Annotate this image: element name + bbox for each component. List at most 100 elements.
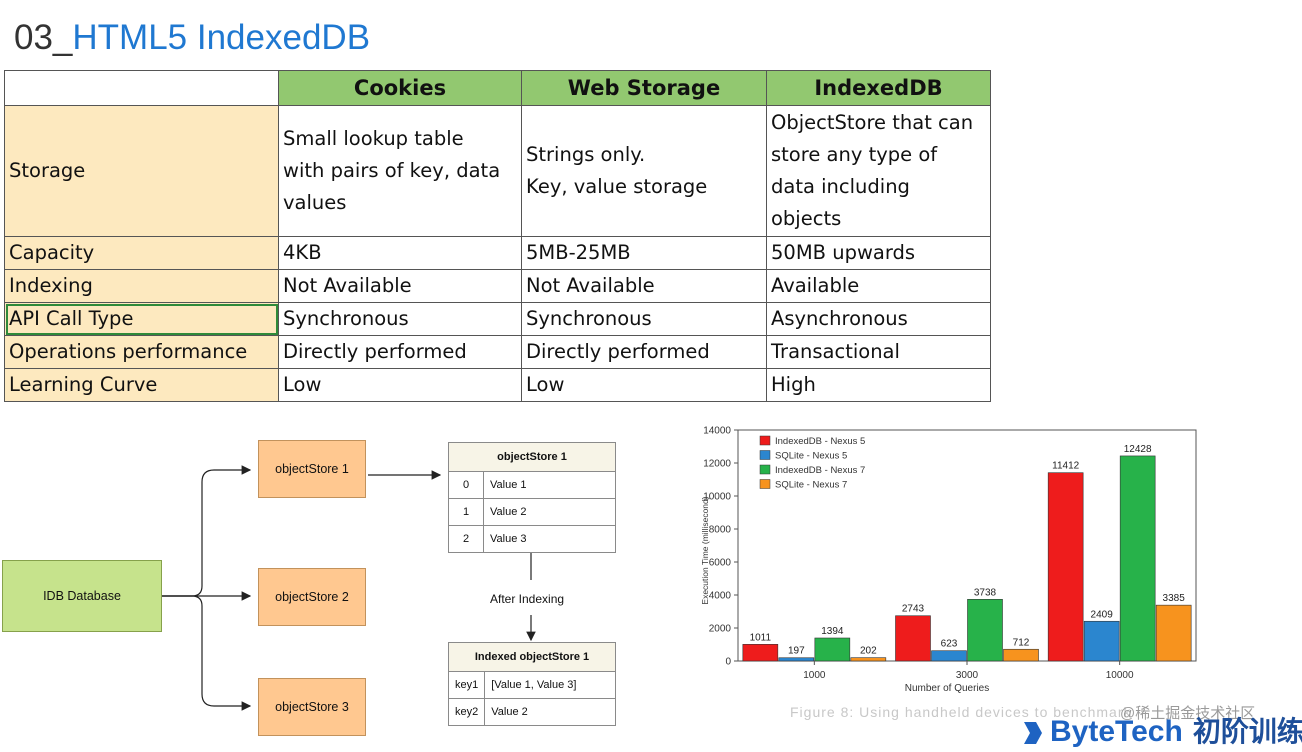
y-tick-label: 2000 [709, 624, 732, 635]
indexed-objectstore-table: Indexed objectStore 1 key1[Value 1, Valu… [447, 642, 616, 726]
y-tick-label: 14000 [703, 426, 731, 437]
legend-label: IndexedDB - Nexus 7 [775, 465, 865, 476]
row-label-operations-performance: Operations performance [4, 335, 279, 369]
benchmark-chart-svg: 0200040006000800010000120001400010111971… [700, 426, 1197, 694]
y-tick-label: 6000 [709, 558, 732, 569]
key-cell: key1 [447, 671, 486, 699]
bar [1003, 648, 1039, 662]
data-label: 12428 [1124, 444, 1152, 455]
data-label: 3385 [1163, 593, 1186, 604]
bar [742, 644, 779, 662]
cell-api-web-storage: Synchronous [521, 302, 767, 336]
cell-learning-indexeddb: High [766, 368, 991, 402]
cell-line: objects [771, 207, 842, 230]
row-label-learning-curve: Learning Curve [4, 368, 279, 402]
cell-line: values [283, 191, 347, 214]
data-label: 11412 [1052, 461, 1080, 472]
data-label: 712 [1013, 637, 1030, 648]
bar [1119, 455, 1156, 662]
cell-line: data including [771, 175, 910, 198]
data-label: 197 [788, 646, 805, 657]
brand-name: ByteTech [1050, 715, 1183, 748]
header-cell-indexeddb: IndexedDB [766, 70, 991, 106]
comparison-table: Cookies Web Storage IndexedDB Storage Sm… [4, 70, 991, 402]
row-label-indexing: Indexing [4, 269, 279, 303]
x-axis-label: Number of Queries [905, 683, 989, 694]
bar [778, 657, 815, 662]
cell-line: store any type of [771, 143, 938, 166]
value-cell: Value 1 [483, 471, 616, 499]
key-cell: 2 [448, 525, 484, 553]
y-tick-label: 8000 [709, 525, 732, 536]
bar [931, 650, 967, 662]
cell-ops-web-storage: Directly performed [521, 335, 767, 369]
table-header-row: Cookies Web Storage IndexedDB [4, 70, 991, 106]
indexed-table-title: Indexed objectStore 1 [448, 642, 616, 672]
legend-swatch [759, 435, 771, 446]
data-label: 623 [941, 639, 958, 650]
slide-number: 03_ [14, 18, 73, 57]
bar [850, 657, 887, 662]
table-row-indexing: Indexing Not Available Not Available Ava… [4, 269, 991, 303]
slide-title-text: HTML5 IndexedDB [72, 18, 371, 57]
indexeddb-structure-diagram: IDB Database objectStore 1 objectStore 2… [0, 420, 640, 744]
slide-title: 03_HTML5 IndexedDB [14, 16, 370, 60]
key-cell: 1 [448, 498, 484, 526]
y-tick-label: 10000 [703, 492, 731, 503]
y-tick-label: 12000 [703, 459, 731, 470]
cell-line: Key, value storage [526, 175, 708, 198]
cell-indexing-indexeddb: Available [766, 269, 991, 303]
y-tick-label: 4000 [709, 591, 732, 602]
data-label: 2743 [902, 604, 925, 615]
row-label-capacity: Capacity [4, 236, 279, 270]
bar [814, 637, 851, 662]
data-label: 1394 [821, 626, 844, 637]
legend-label: SQLite - Nexus 7 [775, 480, 847, 491]
cell-ops-cookies: Directly performed [278, 335, 522, 369]
cell-storage-indexeddb: ObjectStore that can store any type of d… [766, 105, 991, 237]
legend-swatch [759, 479, 771, 489]
cell-indexing-web-storage: Not Available [521, 269, 767, 303]
cell-ops-indexeddb: Transactional [766, 335, 991, 369]
value-cell: Value 3 [483, 525, 616, 553]
objectstore-node-2: objectStore 2 [258, 568, 366, 626]
cell-api-cookies: Synchronous [278, 302, 522, 336]
plot-frame [737, 429, 1197, 662]
table-row-storage: Storage Small lookup table with pairs of… [4, 105, 991, 237]
cell-line: Small lookup table [283, 127, 464, 150]
cell-line: Strings only. [526, 143, 646, 166]
header-cell-web-storage: Web Storage [521, 70, 767, 106]
legend-label: SQLite - Nexus 5 [775, 451, 847, 462]
idb-database-node: IDB Database [2, 560, 162, 632]
after-indexing-label: After Indexing [490, 592, 565, 606]
table-row-capacity: Capacity 4KB 5MB-25MB 50MB upwards [4, 236, 991, 270]
row-label-storage: Storage [4, 105, 279, 237]
brand-name-cn: 初阶训练 [1192, 716, 1302, 747]
brand-logo: ByteTech 初阶训练 [1022, 712, 1302, 752]
bar [1047, 472, 1084, 662]
x-tick-label: 10000 [1106, 670, 1134, 681]
bar [967, 599, 1003, 662]
legend-label: IndexedDB - Nexus 5 [775, 436, 865, 447]
cell-capacity-cookies: 4KB [278, 236, 522, 270]
data-label: 3738 [974, 587, 997, 598]
value-cell: Value 2 [484, 698, 616, 726]
cell-line: ObjectStore that can [771, 111, 974, 134]
objectstore-node-3: objectStore 3 [258, 678, 366, 736]
objectstore-table-title: objectStore 1 [448, 442, 616, 472]
value-cell: Value 2 [483, 498, 616, 526]
cell-api-indexeddb: Asynchronous [766, 302, 991, 336]
bar [1155, 604, 1192, 662]
table-row-operations-performance: Operations performance Directly performe… [4, 335, 991, 369]
value-cell: [Value 1, Value 3] [484, 671, 616, 699]
legend-swatch [759, 464, 771, 475]
cell-capacity-web-storage: 5MB-25MB [521, 236, 767, 270]
cell-line: with pairs of key, data [283, 159, 501, 182]
data-label: 202 [860, 646, 877, 657]
figure-caption: Figure 8: Using handheld devices to benc… [790, 704, 1132, 720]
row-label-api-call-type[interactable]: API Call Type [4, 302, 279, 336]
